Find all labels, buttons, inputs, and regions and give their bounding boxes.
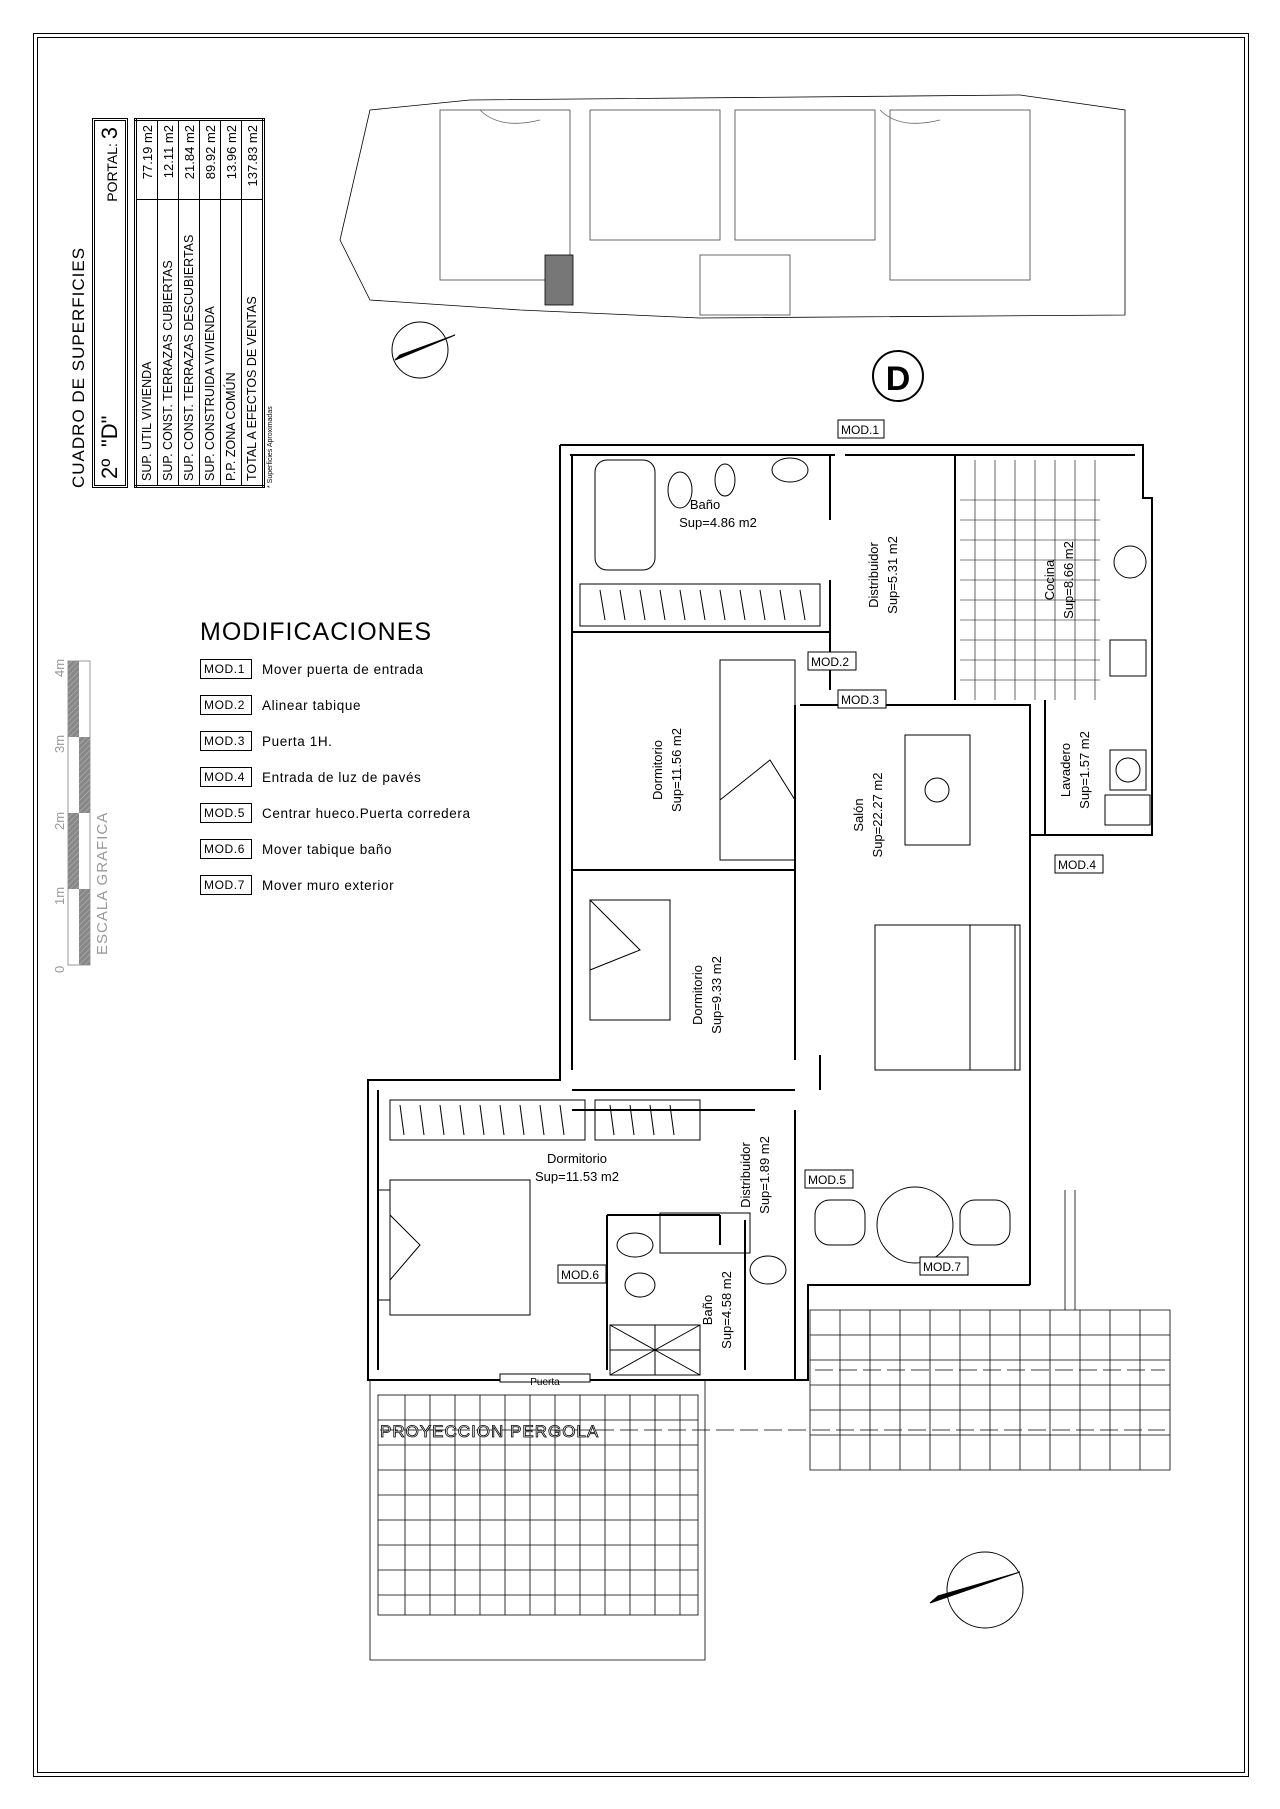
scale-tick: 0	[55, 966, 67, 973]
north-arrow-icon	[391, 321, 456, 379]
drawing-frame-outer	[33, 33, 1249, 1777]
mod-item: MOD.5 Centrar hueco.Puerta corredera	[200, 795, 471, 831]
modifications-title: MODIFICACIONES	[200, 618, 433, 646]
room-name-bano: Baño	[690, 497, 720, 512]
scale-tick: 3m	[55, 735, 67, 753]
north-arrow-icon	[929, 1551, 1024, 1629]
mod-tag: MOD.1	[200, 659, 252, 679]
door-label: Puerta	[530, 1377, 560, 1388]
mod-item: MOD.1 Mover puerta de entrada	[200, 651, 471, 687]
mod-tag: MOD.3	[200, 731, 252, 751]
modifications-legend: MODIFICACIONES MOD.1 Mover puerta de entr…	[200, 618, 471, 903]
wardrobes	[389, 583, 821, 1141]
room-area-distribuidor-2: Sup=1.89 m2	[757, 1136, 772, 1214]
mod-marker: MOD.2	[811, 655, 849, 669]
room-name-distribuidor: Distribuidor	[866, 541, 881, 607]
mod-tag: MOD.4	[200, 767, 252, 787]
mod-marker: MOD.4	[1058, 858, 1096, 872]
pergola-label: PROYECCION PERGOLA	[380, 1422, 599, 1441]
furniture	[377, 457, 1151, 1376]
room-name-distribuidor-2: Distribuidor	[738, 1141, 753, 1207]
room-name-dormitorio-2: Dormitorio	[690, 965, 705, 1025]
room-area-dormitorio-2: Sup=9.33 m2	[709, 956, 724, 1034]
room-area-lavadero: Sup=1.57 m2	[1077, 731, 1092, 809]
room-name-dormitorio-3: Dormitorio	[547, 1151, 607, 1166]
mod-text: Puerta 1H.	[262, 733, 333, 749]
mod-text: Centrar hueco.Puerta corredera	[262, 805, 471, 821]
unit-marker-letter: D	[886, 360, 911, 398]
mod-tag: MOD.7	[200, 875, 252, 895]
room-area-bano: Sup=4.86 m2	[679, 515, 757, 530]
mod-item: MOD.4 Entrada de luz de pavés	[200, 759, 471, 795]
terrace-grid	[369, 1190, 1171, 1661]
room-labels: Baño Sup=4.86 m2 Distribuidor Sup=5.31 m…	[380, 497, 1092, 1441]
mod-marker: MOD.7	[923, 1260, 961, 1274]
mod-marker: MOD.6	[561, 1268, 599, 1282]
bathtub	[594, 459, 656, 571]
room-name-lavadero: Lavadero	[1058, 743, 1073, 797]
mod-marker: MOD.5	[808, 1173, 846, 1187]
room-area-salon: Sup=22.27 m2	[870, 773, 885, 858]
mod-text: Mover puerta de entrada	[262, 661, 424, 677]
scale-title: ESCALA GRAFICA	[94, 812, 111, 955]
room-area-cocina: Sup=8.66 m2	[1061, 541, 1076, 619]
room-area-dormitorio-3: Sup=11.53 m2	[535, 1169, 619, 1184]
kitchen-tiles	[960, 460, 1100, 700]
mod-tag: MOD.5	[200, 803, 252, 823]
mod-item: MOD.7 Mover muro exterior	[200, 867, 471, 903]
mod-tag: MOD.2	[200, 695, 252, 715]
mod-tag: MOD.6	[200, 839, 252, 859]
graphic-scale: 0 1m 2m 3m 4m ESCALA GRAFICA	[55, 659, 111, 973]
unit-marker: D	[872, 350, 924, 402]
site-plan	[339, 94, 1126, 319]
mod-text: Entrada de luz de pavés	[262, 769, 422, 785]
room-name-cocina: Cocina	[1042, 559, 1057, 600]
mod-item: MOD.3 Puerta 1H.	[200, 723, 471, 759]
mod-text: Mover muro exterior	[262, 877, 395, 893]
mod-item: MOD.2 Alinear tabique	[200, 687, 471, 723]
mod-marker: MOD.3	[841, 693, 879, 707]
scale-tick: 2m	[55, 812, 67, 830]
mod-text: Alinear tabique	[262, 697, 362, 713]
walls	[367, 444, 1153, 1381]
room-area-bano-2: Sup=4.58 m2	[719, 1271, 734, 1349]
room-area-dormitorio-1: Sup=11.56 m2	[669, 728, 684, 812]
room-name-dormitorio-1: Dormitorio	[650, 740, 665, 800]
drawing-frame-inner	[37, 37, 1245, 1773]
mod-markers: MOD.1 MOD.2 MOD.3 MOD.4 MOD.5 MOD.6 MOD.…	[557, 419, 1104, 1284]
mod-item: MOD.6 Mover tabique baño	[200, 831, 471, 867]
room-area-distribuidor: Sup=5.31 m2	[885, 536, 900, 614]
room-name-salon: Salón	[851, 798, 866, 831]
scale-tick: 4m	[55, 659, 67, 677]
mod-marker: MOD.1	[841, 423, 879, 437]
room-name-bano-2: Baño	[700, 1295, 715, 1325]
scale-tick: 1m	[55, 887, 67, 905]
mod-text: Mover tabique baño	[262, 841, 393, 857]
